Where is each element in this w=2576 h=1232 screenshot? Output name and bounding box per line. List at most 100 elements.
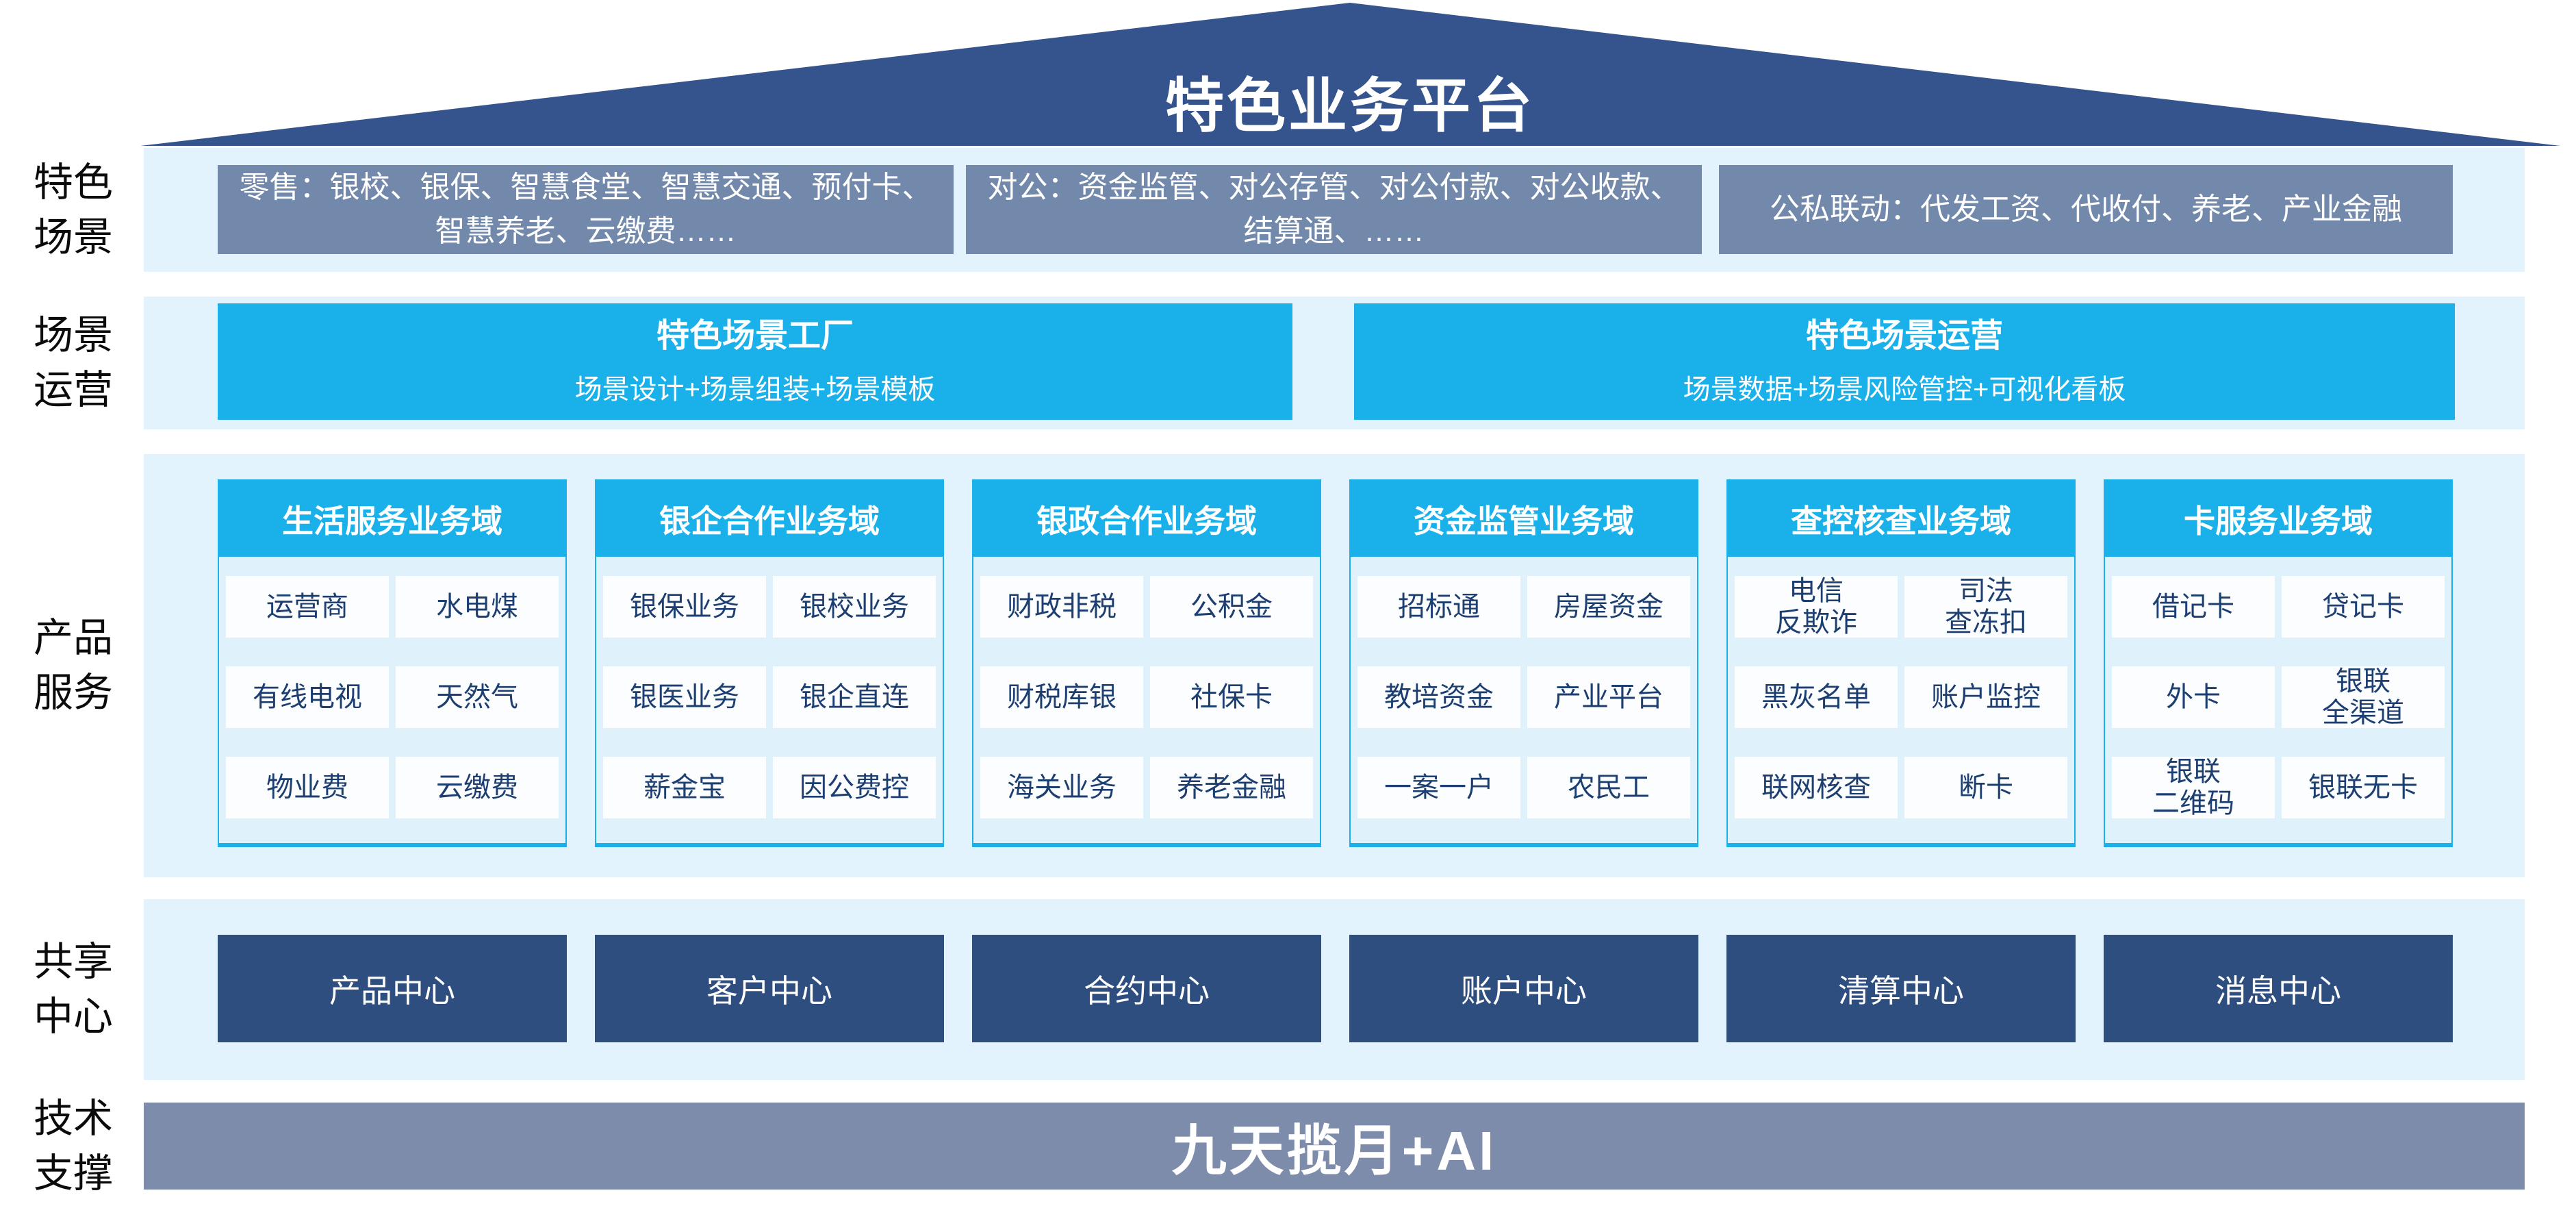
domain-body: 招标通 房屋资金 教培资金 产业平台 一案一户 农民工 xyxy=(1351,557,1697,818)
product-item: 农民工 xyxy=(1527,757,1690,818)
product-item: 房屋资金 xyxy=(1527,576,1690,638)
product-band: 生活服务业务域 运营商 水电煤 有线电视 天然气 物业费 云缴费 xyxy=(144,454,2525,877)
center-box-clearing: 清算中心 xyxy=(1726,935,2076,1042)
tech-support-bar: 九天揽月+AI xyxy=(144,1103,2525,1190)
item-row: 黑灰名单 账户监控 xyxy=(1735,666,2067,728)
scene-band: 零售：银校、银保、智慧食堂、智慧交通、预付卡、智慧养老、云缴费…… 对公：资金监… xyxy=(144,148,2525,272)
item-row: 联网核查 断卡 xyxy=(1735,757,2067,818)
product-item: 司法 查冻扣 xyxy=(1904,576,2067,638)
item-row: 教培资金 产业平台 xyxy=(1357,666,1690,728)
product-item: 断卡 xyxy=(1904,757,2067,818)
product-item: 水电煤 xyxy=(396,576,559,638)
domain-column-life-services: 生活服务业务域 运营商 水电煤 有线电视 天然气 物业费 云缴费 xyxy=(218,479,567,847)
product-item: 银企直连 xyxy=(773,666,936,728)
domain-body: 银保业务 银校业务 银医业务 银企直连 薪金宝 因公费控 xyxy=(596,557,943,818)
product-item: 联网核查 xyxy=(1735,757,1898,818)
center-box-account: 账户中心 xyxy=(1349,935,1698,1042)
scene-box-row: 零售：银校、银保、智慧食堂、智慧交通、预付卡、智慧养老、云缴费…… 对公：资金监… xyxy=(144,148,2525,254)
side-label-operation: 场景 运营 xyxy=(33,313,113,412)
scene-box-public-private: 公私联动：代发工资、代收付、养老、产业金融 xyxy=(1719,165,2453,254)
product-item: 借记卡 xyxy=(2112,576,2275,638)
center-box-message: 消息中心 xyxy=(2104,935,2453,1042)
item-row: 外卡 银联 全渠道 xyxy=(2112,666,2445,728)
product-item: 贷记卡 xyxy=(2282,576,2445,638)
product-item: 财税库银 xyxy=(980,666,1143,728)
domain-column-inspection: 查控核查业务域 电信 反欺诈 司法 查冻扣 黑灰名单 账户监控 联网核查 断卡 xyxy=(1726,479,2076,847)
operation-band: 特色场景工厂 场景设计+场景组装+场景模板 特色场景运营 场景数据+场景风险管控… xyxy=(144,297,2525,429)
domain-columns: 生活服务业务域 运营商 水电煤 有线电视 天然气 物业费 云缴费 xyxy=(144,454,2525,847)
scene-factory-subtitle: 场景设计+场景组装+场景模板 xyxy=(574,375,936,405)
scene-box-retail: 零售：银校、银保、智慧食堂、智慧交通、预付卡、智慧养老、云缴费…… xyxy=(218,165,954,254)
share-center-band: 产品中心 客户中心 合约中心 账户中心 清算中心 消息中心 xyxy=(144,899,2525,1080)
product-item: 银联 全渠道 xyxy=(2282,666,2445,728)
domain-header: 查控核查业务域 xyxy=(1728,481,2074,557)
item-row: 财政非税 公积金 xyxy=(980,576,1313,638)
scene-operation-box: 特色场景运营 场景数据+场景风险管控+可视化看板 xyxy=(1354,303,2455,420)
item-row: 银联 二维码 银联无卡 xyxy=(2112,757,2445,818)
domain-header: 银企合作业务域 xyxy=(596,481,943,557)
item-row: 招标通 房屋资金 xyxy=(1357,576,1690,638)
product-item: 外卡 xyxy=(2112,666,2275,728)
roof-triangle-shape xyxy=(140,3,2560,146)
item-row: 有线电视 天然气 xyxy=(226,666,559,728)
operation-box-row: 特色场景工厂 场景设计+场景组装+场景模板 特色场景运营 场景数据+场景风险管控… xyxy=(144,297,2525,420)
page-title: 特色业务平台 xyxy=(1165,73,1535,139)
product-item: 物业费 xyxy=(226,757,389,818)
center-box-customer: 客户中心 xyxy=(595,935,944,1042)
item-row: 运营商 水电煤 xyxy=(226,576,559,638)
product-item: 黑灰名单 xyxy=(1735,666,1898,728)
product-item: 招标通 xyxy=(1357,576,1520,638)
product-item: 银医业务 xyxy=(603,666,766,728)
scene-factory-box: 特色场景工厂 场景设计+场景组装+场景模板 xyxy=(218,303,1292,420)
item-row: 财税库银 社保卡 xyxy=(980,666,1313,728)
scene-box-corporate: 对公：资金监管、对公存管、对公付款、对公收款、结算通、…… xyxy=(966,165,1702,254)
domain-body: 财政非税 公积金 财税库银 社保卡 海关业务 养老金融 xyxy=(973,557,1320,818)
item-row: 电信 反欺诈 司法 查冻扣 xyxy=(1735,576,2067,638)
domain-column-fund-supervision: 资金监管业务域 招标通 房屋资金 教培资金 产业平台 一案一户 农民工 xyxy=(1349,479,1698,847)
roof-pediment: 特色业务平台 xyxy=(0,0,2576,149)
domain-header: 生活服务业务域 xyxy=(219,481,565,557)
product-item: 银校业务 xyxy=(773,576,936,638)
item-row: 银医业务 银企直连 xyxy=(603,666,936,728)
product-item: 养老金融 xyxy=(1150,757,1313,818)
item-row: 一案一户 农民工 xyxy=(1357,757,1690,818)
product-item: 银联 二维码 xyxy=(2112,757,2275,818)
domain-body: 电信 反欺诈 司法 查冻扣 黑灰名单 账户监控 联网核查 断卡 xyxy=(1728,557,2074,818)
side-label-tech-support: 技术 支撑 xyxy=(33,1096,113,1196)
scene-operation-title: 特色场景运营 xyxy=(1805,318,2003,354)
product-item: 公积金 xyxy=(1150,576,1313,638)
product-item: 电信 反欺诈 xyxy=(1735,576,1898,638)
product-item: 有线电视 xyxy=(226,666,389,728)
share-center-row: 产品中心 客户中心 合约中心 账户中心 清算中心 消息中心 xyxy=(144,899,2525,1042)
item-row: 海关业务 养老金融 xyxy=(980,757,1313,818)
center-box-contract: 合约中心 xyxy=(972,935,1321,1042)
item-row: 银保业务 银校业务 xyxy=(603,576,936,638)
product-item: 银保业务 xyxy=(603,576,766,638)
domain-header: 资金监管业务域 xyxy=(1351,481,1697,557)
item-row: 物业费 云缴费 xyxy=(226,757,559,818)
product-item: 银联无卡 xyxy=(2282,757,2445,818)
product-item: 社保卡 xyxy=(1150,666,1313,728)
side-label-products: 产品 服务 xyxy=(33,616,113,715)
product-item: 一案一户 xyxy=(1357,757,1520,818)
scene-operation-subtitle: 场景数据+场景风险管控+可视化看板 xyxy=(1683,375,2126,405)
product-item: 云缴费 xyxy=(396,757,559,818)
domain-column-bank-government: 银政合作业务域 财政非税 公积金 财税库银 社保卡 海关业务 养老金融 xyxy=(972,479,1321,847)
item-row: 薪金宝 因公费控 xyxy=(603,757,936,818)
item-row: 借记卡 贷记卡 xyxy=(2112,576,2445,638)
domain-column-card-services: 卡服务业务域 借记卡 贷记卡 外卡 银联 全渠道 银联 二维码 银联无卡 xyxy=(2104,479,2453,847)
product-item: 因公费控 xyxy=(773,757,936,818)
product-item: 产业平台 xyxy=(1527,666,1690,728)
side-label-share-centers: 共享 中心 xyxy=(33,940,113,1039)
center-box-product: 产品中心 xyxy=(218,935,567,1042)
domain-header: 卡服务业务域 xyxy=(2105,481,2451,557)
domain-column-bank-enterprise: 银企合作业务域 银保业务 银校业务 银医业务 银企直连 薪金宝 因公费控 xyxy=(595,479,944,847)
scene-factory-title: 特色场景工厂 xyxy=(656,318,854,354)
domain-body: 借记卡 贷记卡 外卡 银联 全渠道 银联 二维码 银联无卡 xyxy=(2105,557,2451,818)
product-item: 海关业务 xyxy=(980,757,1143,818)
product-item: 运营商 xyxy=(226,576,389,638)
product-item: 薪金宝 xyxy=(603,757,766,818)
product-item: 账户监控 xyxy=(1904,666,2067,728)
product-item: 教培资金 xyxy=(1357,666,1520,728)
